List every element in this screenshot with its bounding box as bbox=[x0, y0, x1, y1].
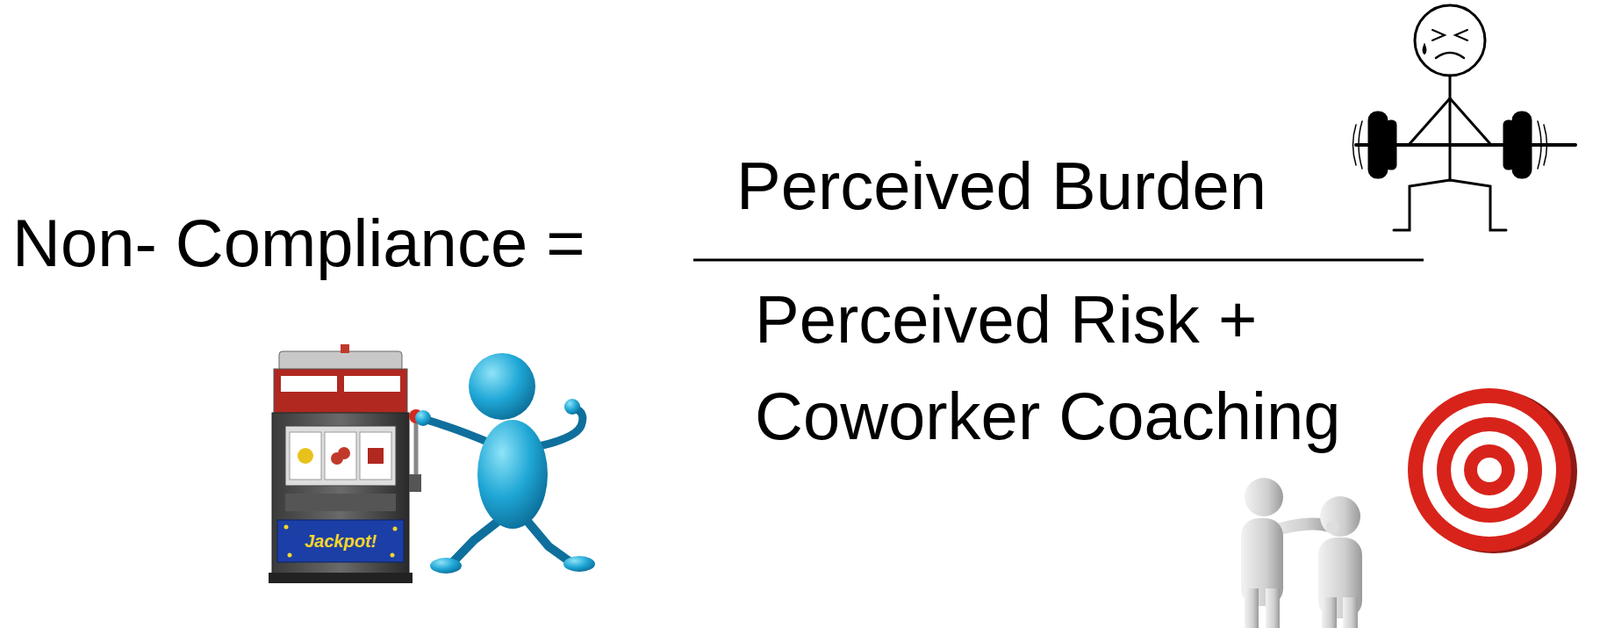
target-symbol bbox=[1407, 387, 1578, 553]
slot-machine bbox=[268, 344, 424, 583]
equation-lhs: Non- Compliance = bbox=[12, 194, 586, 292]
denominator-text: Perceived Risk + Coworker Coaching bbox=[754, 271, 1370, 465]
numerator-text: Perceived Burden bbox=[736, 137, 1267, 235]
fraction-bar bbox=[693, 258, 1424, 262]
coaching-figures bbox=[1241, 477, 1363, 628]
gambler-figure bbox=[415, 352, 596, 574]
slot-machine-sign: Jackpot! bbox=[304, 530, 377, 552]
weightlifter-figure bbox=[1353, 5, 1577, 230]
